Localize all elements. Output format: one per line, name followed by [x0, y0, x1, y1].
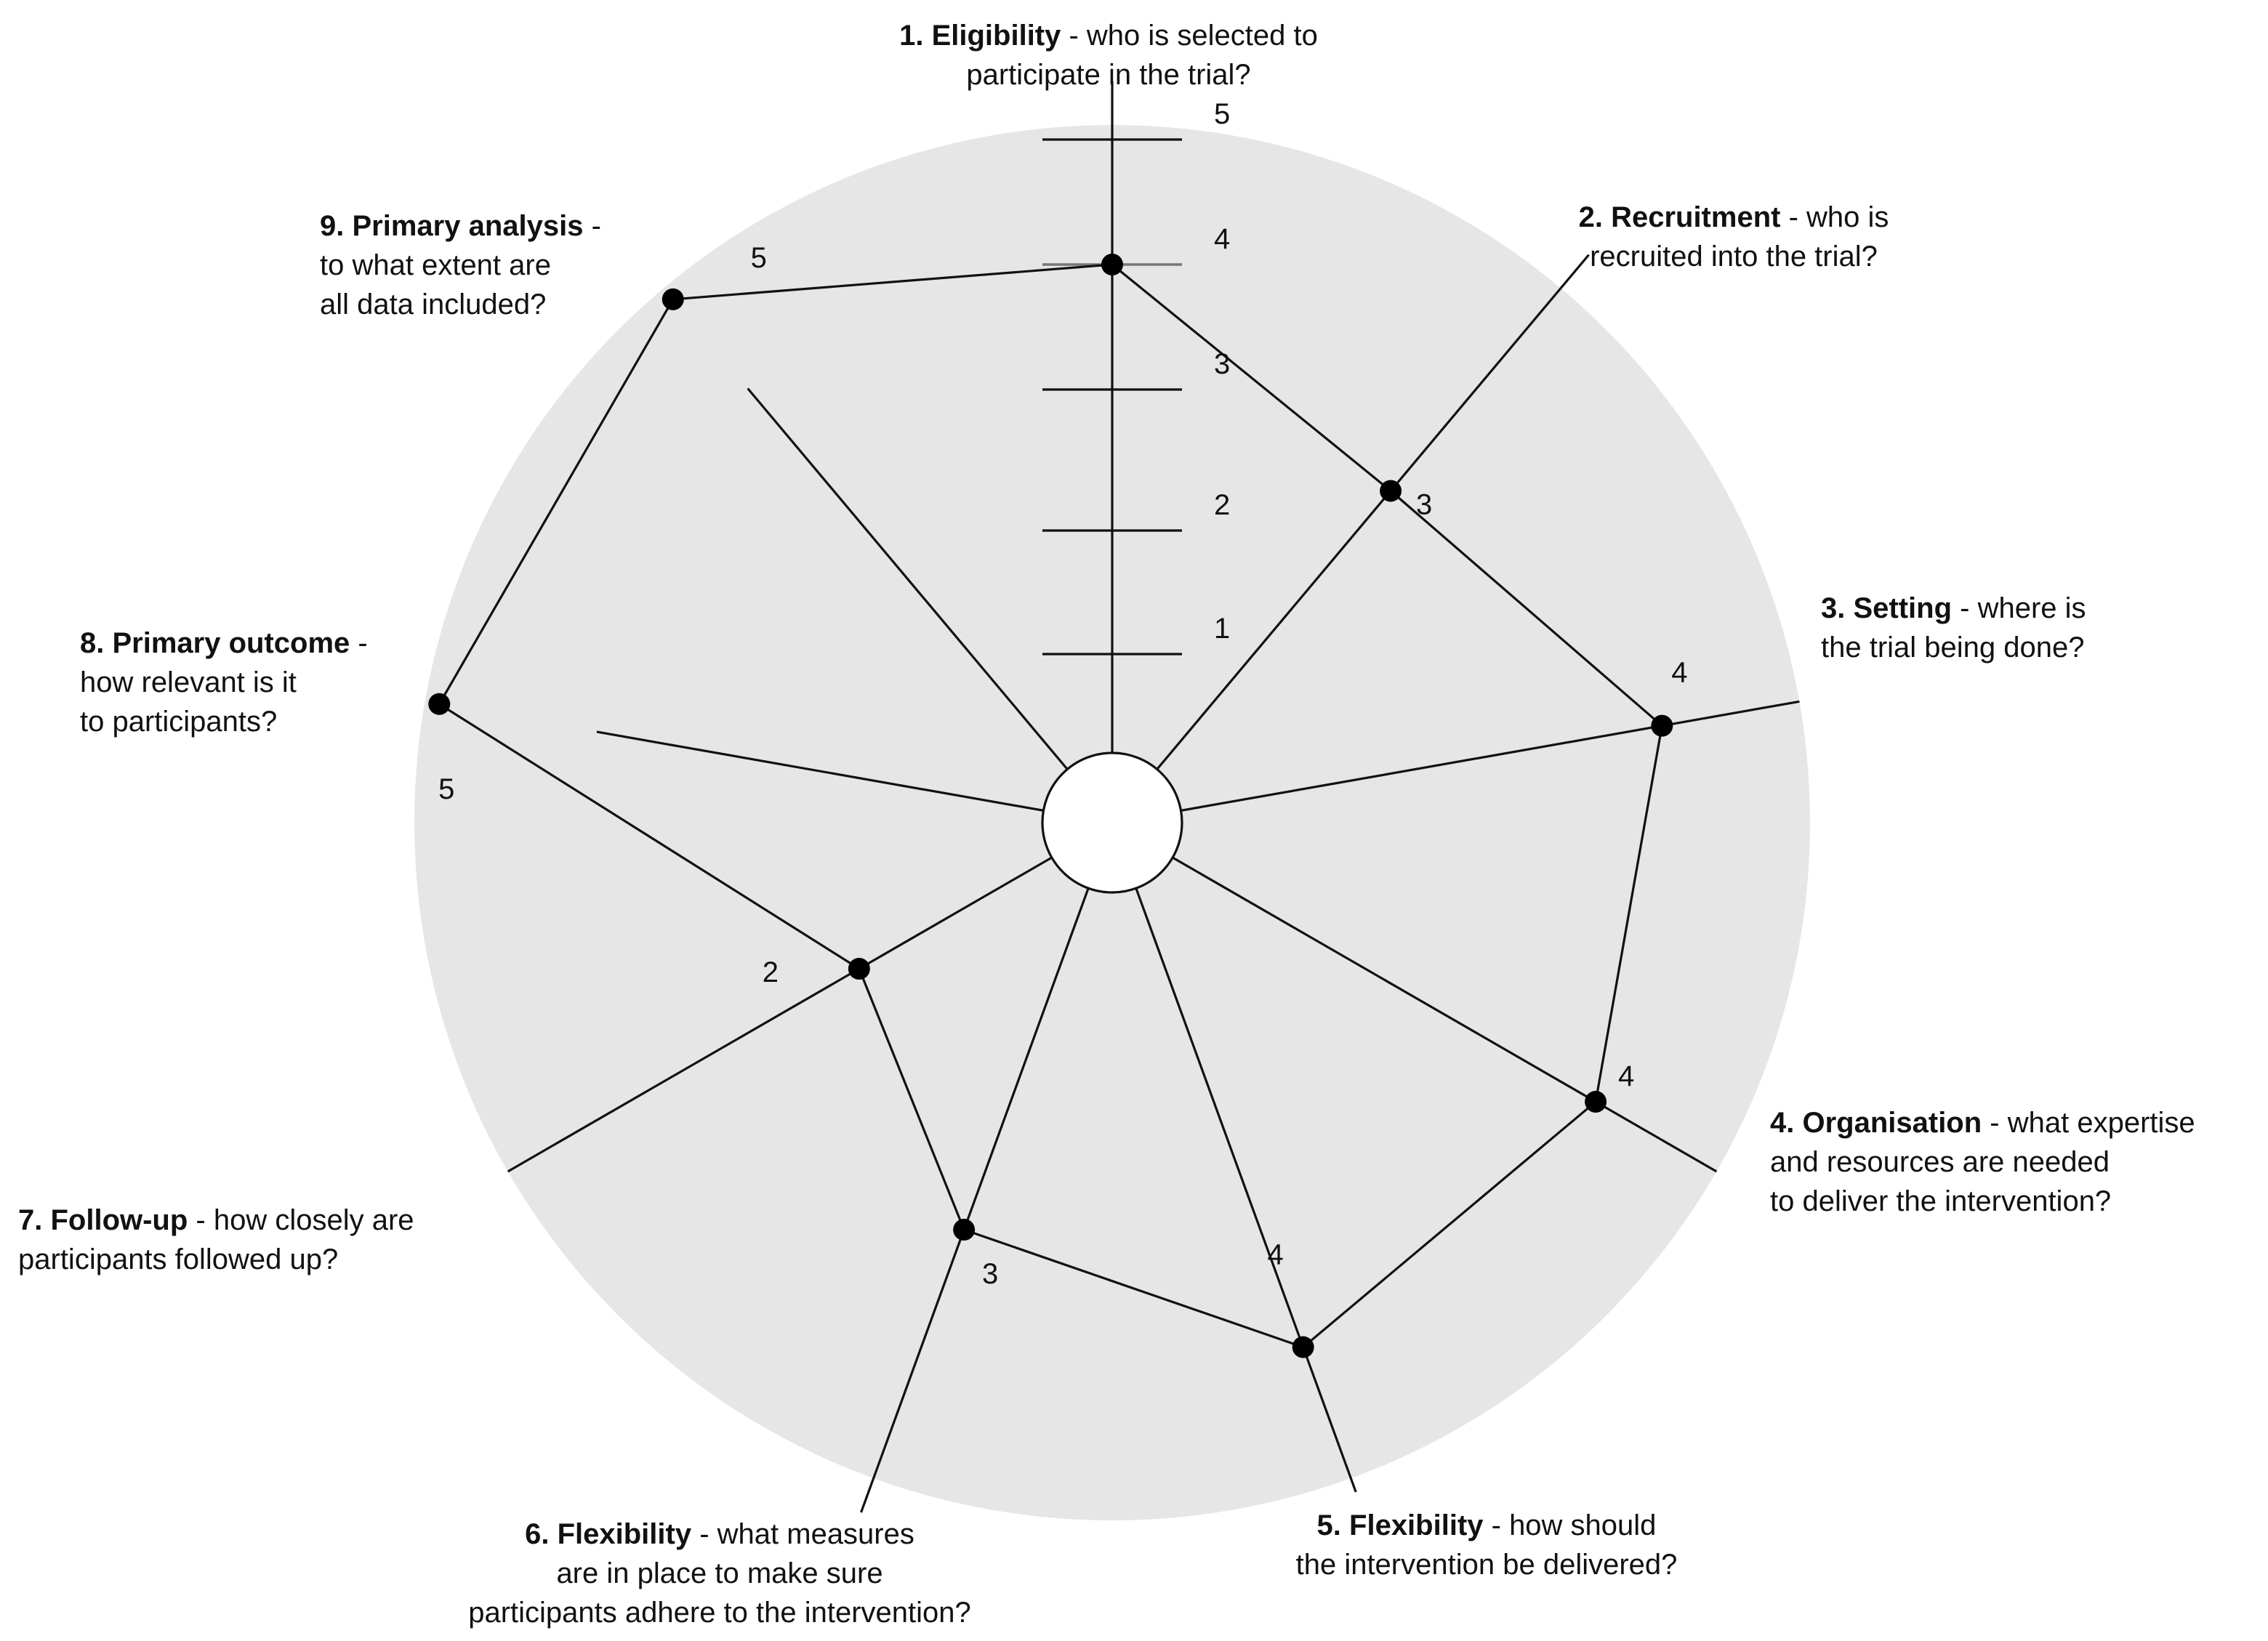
- domain-label-eligibility: 1. Eligibility - who is selected to parti…: [899, 20, 1318, 91]
- spoke-flexibility-adherence: [860, 822, 1114, 1513]
- domain-question-line: - what expertise: [1982, 1107, 2195, 1139]
- scale-tick-label-2: 2: [1214, 489, 1230, 521]
- score-marker-eligibility: [1101, 254, 1123, 275]
- spoke-flexibility-delivery: [1111, 822, 1357, 1493]
- score-label-primary-analysis: 5: [751, 242, 767, 274]
- domain-labels: 1. Eligibility - who is selected to parti…: [18, 20, 2195, 1629]
- domain-title: 4. Organisation: [1770, 1107, 1982, 1139]
- score-marker-setting: [1651, 714, 1673, 737]
- scale-tick-label-4: 4: [1214, 223, 1230, 255]
- score-markers: [428, 254, 1673, 1358]
- domain-label-primary-analysis: 9. Primary analysis -to what extent are a…: [320, 210, 601, 320]
- spoke-recruitment: [1111, 254, 1590, 824]
- domain-title: 2. Recruitment: [1579, 201, 1781, 233]
- domain-label-flexibility-delivery: 5. Flexibility - how should the intervent…: [1296, 1509, 1678, 1581]
- domain-label-follow-up: 7. Follow-up - how closely are participan…: [18, 1204, 414, 1275]
- domain-question-line: recruited into the trial?: [1590, 241, 1878, 273]
- center-hub: [1041, 751, 1183, 894]
- domain-title: 5. Flexibility: [1317, 1509, 1484, 1541]
- spoke-primary-outcome: [596, 730, 1113, 824]
- domain-question-line: - where is: [1952, 592, 2086, 624]
- domain-label-recruitment: 2. Recruitment - who is recruited into th…: [1579, 201, 1889, 273]
- domain-title: 3. Setting: [1821, 592, 1952, 624]
- domain-title: 8. Primary outcome: [80, 627, 350, 659]
- score-label-setting: 4: [1671, 657, 1687, 689]
- score-marker-primary-outcome: [428, 693, 451, 715]
- spoke-primary-analysis: [747, 387, 1114, 824]
- domain-title: 7. Follow-up: [18, 1204, 188, 1236]
- domain-question-line: - what measures: [691, 1518, 914, 1550]
- score-label-organisation: 4: [1618, 1060, 1634, 1092]
- score-label-flexibility-delivery: 4: [1268, 1239, 1284, 1271]
- score-marker-follow-up: [848, 958, 870, 980]
- spoke-setting: [1111, 700, 1800, 824]
- domain-question-line: the trial being done?: [1821, 632, 2085, 664]
- score-marker-primary-analysis: [662, 288, 684, 310]
- domain-question-line: and resources are needed: [1770, 1146, 2110, 1178]
- domain-question-line: to what extent are: [320, 249, 551, 281]
- score-label-recruitment: 3: [1416, 488, 1432, 520]
- domain-question-line: - how closely are: [188, 1204, 414, 1236]
- domain-label-primary-outcome: 8. Primary outcome - how relevant is it to…: [80, 627, 368, 738]
- domain-question-line: to participants?: [80, 706, 277, 738]
- domain-question-line: are in place to make sure: [556, 1557, 882, 1589]
- score-labels: 3 4 4 4 3 2 5 5: [438, 242, 1687, 1290]
- domain-question-line: the intervention be delivered?: [1296, 1549, 1678, 1581]
- domain-title: 6. Flexibility: [525, 1518, 692, 1550]
- scale-tick-label-1: 1: [1214, 613, 1230, 645]
- domain-label-flexibility-adherence: 6. Flexibility - what measures are in pla…: [468, 1518, 971, 1629]
- score-outline: [438, 263, 1664, 1349]
- domain-label-setting: 3. Setting - where is the trial being don…: [1821, 592, 2086, 664]
- domain-question-line: participants adhere to the intervention?: [468, 1597, 971, 1629]
- score-marker-flexibility-adherence: [953, 1219, 976, 1241]
- spoke-organisation: [1111, 821, 1718, 1173]
- scale-tick-label-5: 5: [1214, 98, 1230, 130]
- domain-question-line: - who is: [1780, 201, 1889, 233]
- domain-label-organisation: 4. Organisation - what expertise and reso…: [1770, 1107, 2195, 1217]
- domain-question-line: - who is selected to: [1061, 20, 1318, 52]
- score-label-flexibility-adherence: 3: [982, 1258, 998, 1290]
- domain-question-line: -: [583, 210, 600, 242]
- score-label-primary-outcome: 5: [438, 773, 454, 805]
- domain-question-line: to deliver the intervention?: [1770, 1185, 2111, 1217]
- domain-question-line: how relevant is it: [80, 666, 297, 698]
- domain-question-line: -: [350, 627, 367, 659]
- domain-question-line: participants followed up?: [18, 1243, 338, 1275]
- spoke-follow-up: [507, 821, 1113, 1173]
- domain-question-line: - how should: [1484, 1509, 1657, 1541]
- score-label-follow-up: 2: [763, 956, 779, 988]
- score-marker-organisation: [1585, 1091, 1607, 1113]
- domain-title: 9. Primary analysis: [320, 210, 583, 242]
- domain-spokes: [507, 81, 1800, 1513]
- domain-question-line: participate in the trial?: [966, 59, 1250, 91]
- score-marker-flexibility-delivery: [1292, 1336, 1314, 1358]
- domain-question-line: all data included?: [320, 289, 546, 320]
- domain-title: 1. Eligibility: [899, 20, 1061, 52]
- score-marker-recruitment: [1380, 480, 1402, 502]
